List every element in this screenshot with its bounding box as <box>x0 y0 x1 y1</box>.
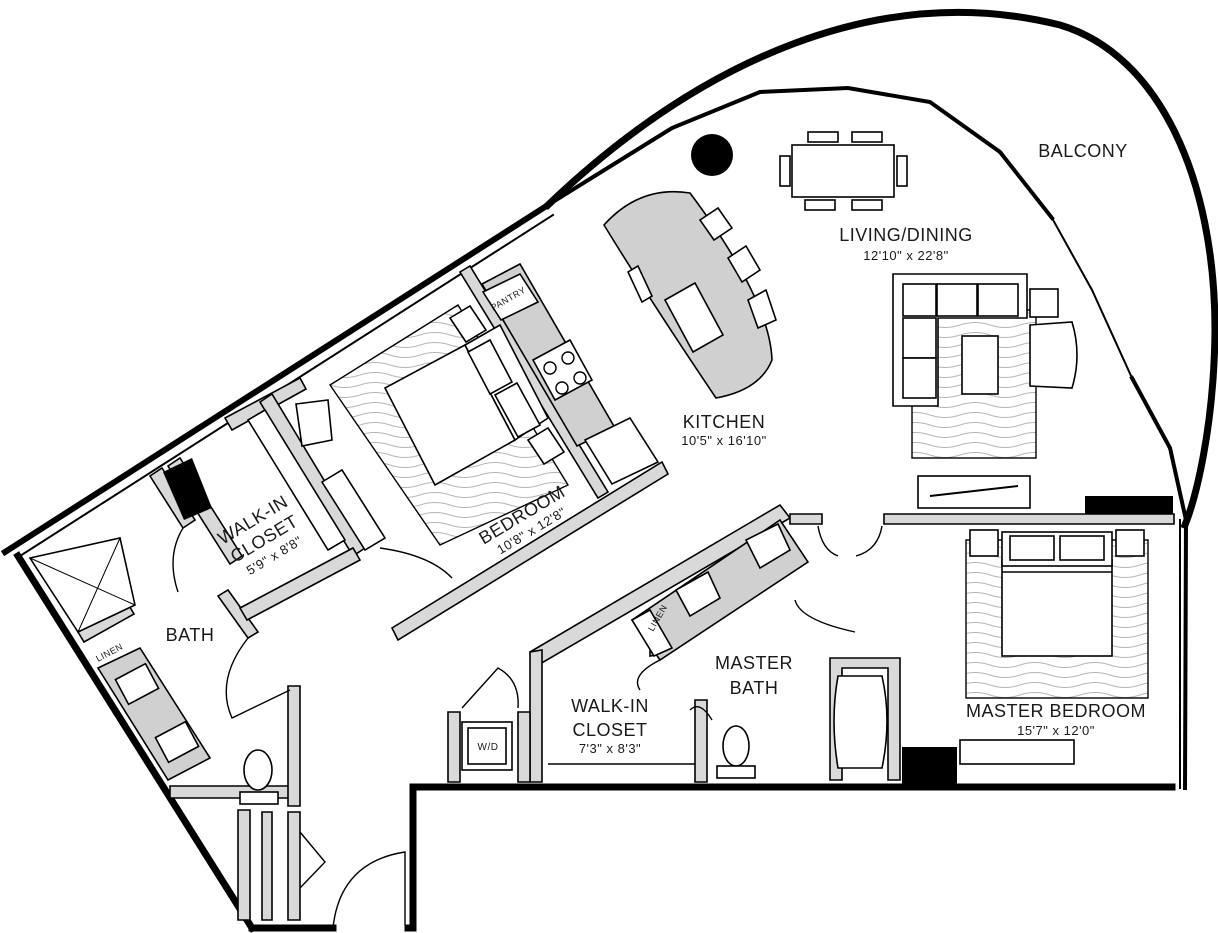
bar-stool-3 <box>747 288 777 330</box>
closet2-dims: 7'3" x 8'3" <box>579 741 641 756</box>
living-dining-dims: 12'10" x 22'8" <box>863 248 949 263</box>
side-table <box>1029 288 1059 318</box>
bedroom <box>295 304 570 552</box>
walk-in-closet-2 <box>461 721 695 771</box>
master-bed <box>1001 559 1113 657</box>
interior-walls <box>76 264 1175 921</box>
coffee-table <box>961 335 999 395</box>
master-bedroom-label: MASTER BEDROOM <box>966 701 1146 721</box>
living-dining-label: LIVING/DINING <box>839 225 973 245</box>
bath <box>28 537 279 805</box>
walk-in-closet-1 <box>163 408 347 552</box>
bar-stool-2 <box>726 244 762 284</box>
closet-shelf <box>246 408 347 552</box>
nightstand-2 <box>526 426 566 466</box>
master-bedroom-dims: 15'7" x 12'0" <box>1017 723 1095 738</box>
bar-stool <box>698 206 734 242</box>
bath-sink-2 <box>154 720 200 764</box>
bedroom-dresser <box>320 468 387 552</box>
kitchen-dims: 10'5" x 16'10" <box>681 433 767 448</box>
bathtub <box>833 675 888 769</box>
master-nightstand-2 <box>1115 529 1145 557</box>
column <box>691 134 733 176</box>
master-nightstand <box>969 529 999 557</box>
toilet-tank <box>239 791 279 805</box>
closet-safe <box>163 458 212 520</box>
master-sink <box>744 522 792 570</box>
master-linen <box>630 608 674 658</box>
bath-sink <box>114 662 160 706</box>
master-dresser <box>959 739 1075 765</box>
dining-table <box>791 144 895 198</box>
kitchen-label: KITCHEN <box>683 412 766 432</box>
island-sink <box>663 281 725 354</box>
pantry <box>481 272 540 322</box>
bath-toilet <box>243 749 273 791</box>
master-sink-2 <box>674 570 722 618</box>
balcony-label: BALCONY <box>1038 141 1128 161</box>
washer-dryer-label: W/D <box>478 742 499 753</box>
door-swings <box>172 525 883 929</box>
living-dining <box>691 131 1078 509</box>
nightstand <box>448 304 488 344</box>
refrigerator <box>583 416 660 486</box>
closet2-label-2: CLOSET <box>572 720 647 740</box>
kitchen <box>480 190 777 486</box>
armchair <box>1029 321 1078 389</box>
bath-label: BATH <box>166 625 215 645</box>
master-toilet <box>722 725 750 767</box>
master-bedroom <box>959 529 1149 765</box>
bedroom-chair <box>295 399 333 447</box>
closet2-label-1: WALK-IN <box>571 696 649 716</box>
master-bath <box>630 518 888 779</box>
master-bath-label-1: MASTER <box>715 653 793 673</box>
exterior-walls <box>0 9 1218 933</box>
kitchen-stove <box>531 338 594 402</box>
master-bath-label-2: BATH <box>730 678 779 698</box>
